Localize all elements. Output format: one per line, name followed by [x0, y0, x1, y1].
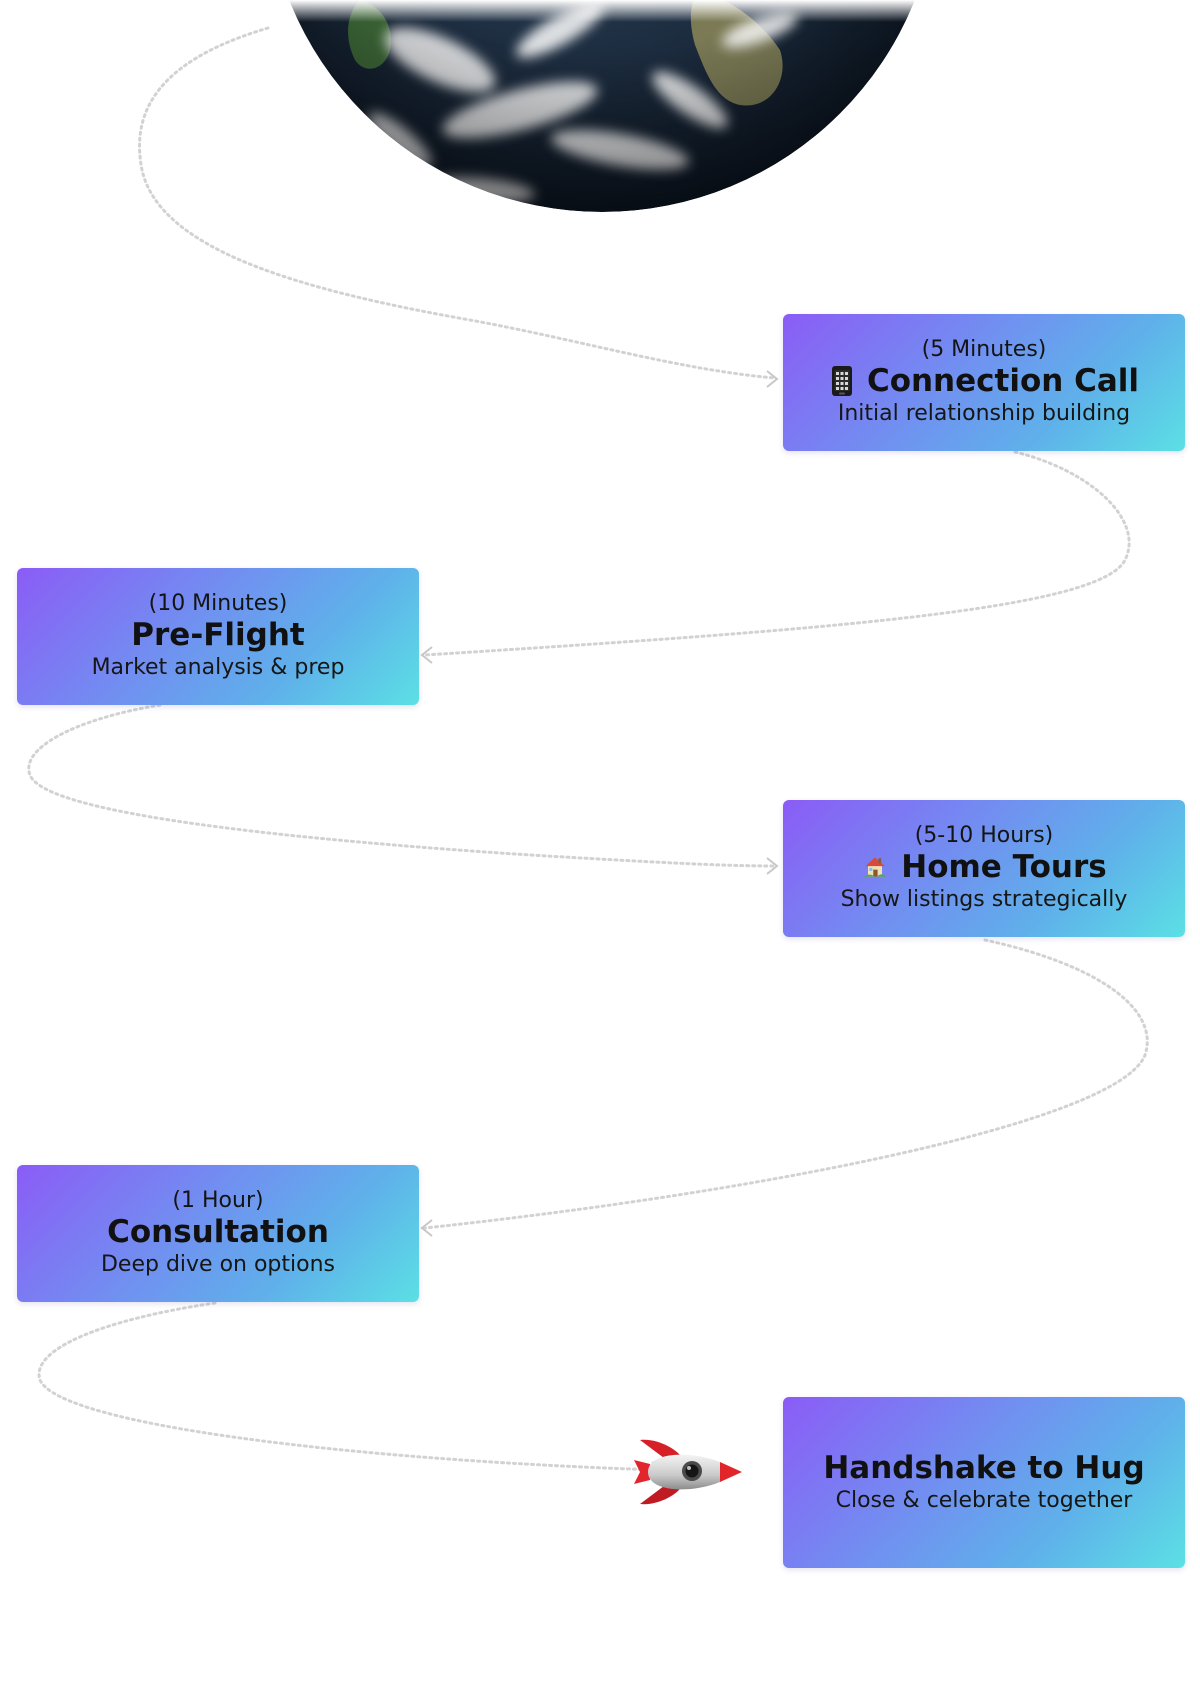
step-duration: (1 Hour): [172, 1187, 264, 1213]
step-title-row: Handshake to Hug: [823, 1450, 1144, 1486]
step-title-row: Consultation: [107, 1214, 329, 1250]
step-duration: (5-10 Hours): [914, 822, 1054, 848]
step-title-row: Connection Call: [829, 363, 1139, 399]
step-description: Initial relationship building: [837, 400, 1131, 426]
route-arrows: [420, 370, 779, 1479]
step-title: Pre-Flight: [131, 616, 305, 653]
step-title-row: Home Tours: [861, 849, 1107, 885]
step-card-pre-flight: (10 Minutes) Pre-Flight Market analysis …: [17, 568, 419, 705]
dotted-route: [27, 26, 1149, 1472]
step-duration: (5 Minutes): [921, 336, 1047, 362]
step-title: Handshake to Hug: [823, 1449, 1145, 1486]
step-description: Market analysis & prep: [91, 654, 345, 680]
step-title: Consultation: [107, 1213, 329, 1250]
step-description: Close & celebrate together: [835, 1487, 1133, 1513]
step-description: Deep dive on options: [100, 1251, 336, 1277]
step-description: Show listings strategically: [840, 886, 1128, 912]
mobile-phone-icon: [831, 365, 852, 396]
step-card-handshake-to-hug: Handshake to Hug Close & celebrate toget…: [783, 1397, 1185, 1568]
step-title: Home Tours: [901, 848, 1107, 885]
step-title-row: Pre-Flight: [131, 617, 304, 653]
rocket-icon: [634, 1439, 742, 1505]
step-card-home-tours: (5-10 Hours) Home Tours Show listings st…: [783, 800, 1185, 937]
step-card-consultation: (1 Hour) Consultation Deep dive on optio…: [17, 1165, 419, 1302]
step-card-connection-call: (5 Minutes) Connection Call Initial rela…: [783, 314, 1185, 451]
house-icon: [863, 856, 887, 877]
earth-icon: [265, 0, 939, 212]
step-title: Connection Call: [866, 362, 1140, 399]
step-duration: (10 Minutes): [148, 590, 288, 616]
